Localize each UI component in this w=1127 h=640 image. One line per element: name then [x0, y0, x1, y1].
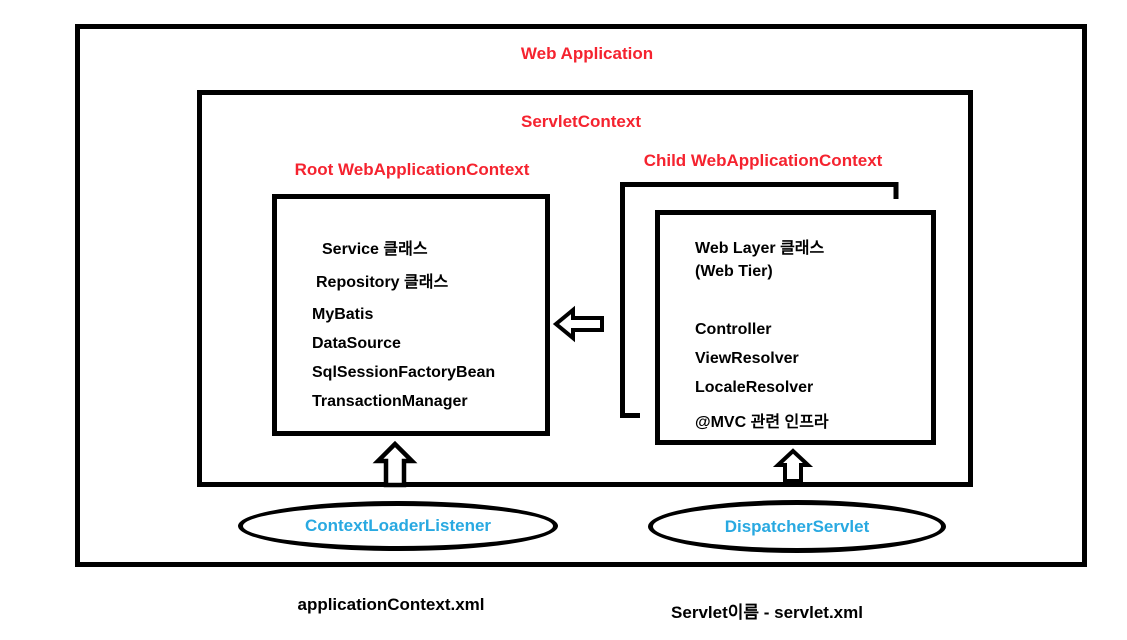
root-item: Service 클래스 — [322, 241, 428, 258]
arrow-left-icon — [552, 305, 604, 343]
arrow-up-icon — [772, 448, 814, 483]
child-item: Controller — [695, 321, 772, 338]
web-application-title: Web Application — [520, 44, 654, 63]
application-context-xml-label: applicationContext.xml — [297, 595, 485, 614]
child-item: ViewResolver — [695, 350, 799, 367]
servlet-context-title: ServletContext — [521, 112, 641, 131]
root-item: DataSource — [312, 335, 401, 352]
root-context-box — [272, 194, 550, 436]
child-item: Web Layer 클래스 — [695, 240, 825, 257]
root-item: SqlSessionFactoryBean — [312, 364, 496, 381]
child-context-title: Child WebApplicationContext — [643, 151, 883, 170]
child-context-box — [655, 210, 936, 445]
child-item: (Web Tier) — [695, 263, 773, 280]
dispatcher-servlet-label: DispatcherServlet — [724, 516, 870, 536]
context-loader-listener-label: ContextLoaderListener — [304, 516, 492, 535]
child-item: LocaleResolver — [695, 379, 814, 396]
servlet-xml-label: Servlet이름 - servlet.xml — [671, 603, 863, 622]
root-item: Repository 클래스 — [316, 274, 449, 291]
dispatcher-servlet-ellipse: DispatcherServlet — [648, 500, 946, 553]
child-context-back-frame — [620, 182, 899, 418]
context-loader-listener-ellipse: ContextLoaderListener — [238, 501, 558, 551]
root-context-title: Root WebApplicationContext — [294, 160, 530, 179]
web-application-box — [75, 24, 1087, 567]
child-item: @MVC 관련 인프라 — [695, 414, 829, 431]
root-item: MyBatis — [312, 306, 374, 323]
arrow-up-icon — [372, 440, 418, 488]
servlet-context-box — [197, 90, 973, 487]
root-item: TransactionManager — [312, 393, 468, 410]
